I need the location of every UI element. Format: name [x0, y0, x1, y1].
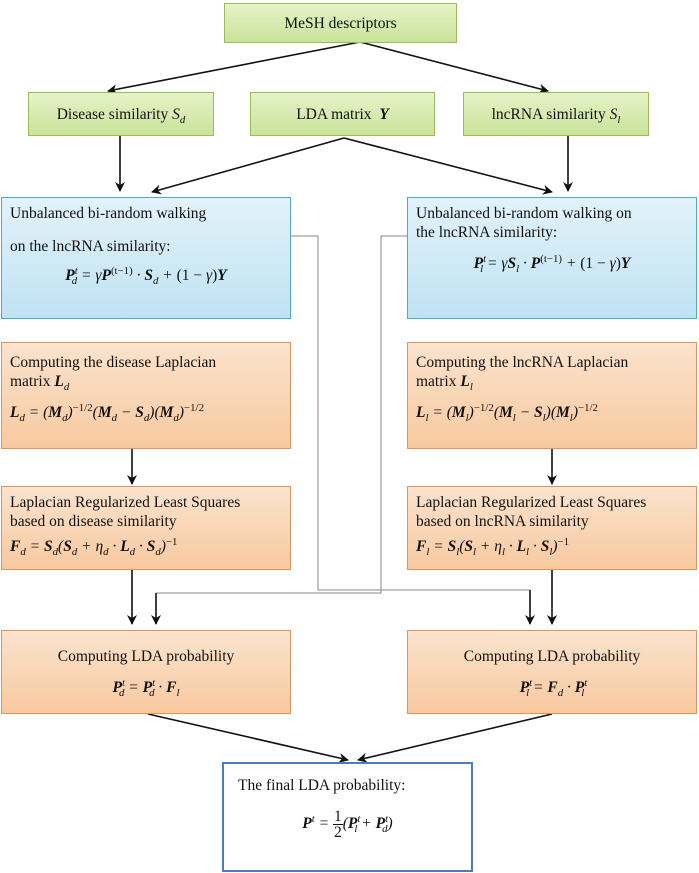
laplacian-left-formula: Ld = (Md)−1/2(Md − Sd)(Md)−1/2 — [10, 401, 204, 425]
arrow-lda-to-walk-left — [151, 137, 345, 195]
laplacian-left-line2: matrix Ld — [10, 373, 70, 394]
probability-right-box: Computing LDA probability Ptl = Fd · Ptl — [407, 630, 697, 714]
random-walk-left-line1: Unbalanced bi-random walking — [10, 205, 207, 222]
random-walk-left-box: Unbalanced bi-random walking on the lncR… — [1, 197, 291, 319]
random-walk-right-formula: Ptl = γSl · P(t−1) + (1 − γ)Y — [473, 252, 631, 276]
lda-matrix-box: LDA matrix Y — [250, 92, 435, 136]
lncrna-similarity-label: lncRNA similarity — [491, 105, 606, 123]
probability-left-box: Computing LDA probability Ptd = Ptd · Fl — [1, 630, 291, 714]
rls-left-formula: Fd = Sd(Sd + ηd · Ld · Sd)−1 — [10, 535, 178, 559]
lda-matrix-symbol: Y — [379, 105, 389, 123]
mesh-descriptors-label: MeSH descriptors — [284, 14, 397, 32]
disease-similarity-box: Disease similarity Sd — [28, 92, 214, 136]
random-walk-right-box: Unbalanced bi-random walking on the lncR… — [407, 197, 697, 319]
laplacian-right-line2: matrix Ll — [416, 373, 473, 394]
random-walk-right-line2: the lncRNA similarity: — [416, 224, 558, 241]
connector-walk-right-to-prob-left — [156, 235, 407, 594]
laplacian-right-line1: Computing the lncRNA Laplacian — [416, 354, 629, 371]
arrow-prob-right-to-final — [357, 713, 553, 763]
rls-left-box: Laplacian Regularized Least Squares base… — [1, 486, 291, 570]
rls-right-formula: Fl = Sl(Sl + ηl · Ll · Sl)−1 — [416, 535, 570, 559]
final-probability-title: The final LDA probability: — [238, 777, 406, 794]
lncrna-similarity-box: lncRNA similarity Sl — [463, 92, 649, 136]
mesh-descriptors-box: MeSH descriptors — [224, 3, 457, 43]
laplacian-left-box: Computing the disease Laplacian matrix L… — [1, 342, 291, 449]
arrow-mesh-to-disease — [107, 41, 361, 95]
arrow-lda-to-walk-right — [343, 137, 553, 195]
rls-left-line1: Laplacian Regularized Least Squares — [10, 494, 241, 511]
lda-matrix-label: LDA matrix — [296, 105, 372, 123]
rls-right-line1: Laplacian Regularized Least Squares — [416, 494, 647, 511]
probability-left-formula: Ptd = Ptd · Fl — [112, 676, 180, 700]
laplacian-right-box: Computing the lncRNA Laplacian matrix Ll… — [407, 342, 697, 449]
disease-similarity-symbol: Sd — [172, 105, 186, 126]
rls-right-line2: based on lncRNA similarity — [416, 513, 589, 530]
arrow-prob-left-to-final — [147, 713, 349, 763]
laplacian-left-line1: Computing the disease Laplacian — [10, 354, 217, 371]
random-walk-left-formula: Ptd = γP(t−1) · Sd + (1 − γ)Y — [65, 264, 227, 288]
probability-left-title: Computing LDA probability — [57, 648, 235, 665]
arrow-mesh-to-lncrna — [359, 41, 549, 94]
probability-right-title: Computing LDA probability — [463, 648, 641, 665]
probability-right-formula: Ptl = Fd · Ptl — [519, 676, 588, 700]
random-walk-left-line2: on the lncRNA similarity: — [10, 238, 171, 255]
random-walk-right-line1: Unbalanced bi-random walking on — [416, 205, 632, 222]
laplacian-right-formula: Ll = (Ml)−1/2(Ml − Sl)(Ml)−1/2 — [416, 401, 598, 425]
lncrna-similarity-symbol: Sl — [609, 105, 621, 126]
connector-walk-left-to-prob-right — [291, 235, 530, 591]
rls-right-box: Laplacian Regularized Least Squares base… — [407, 486, 697, 570]
disease-similarity-label: Disease similarity — [56, 105, 169, 123]
rls-left-line2: based on disease similarity — [10, 513, 177, 530]
